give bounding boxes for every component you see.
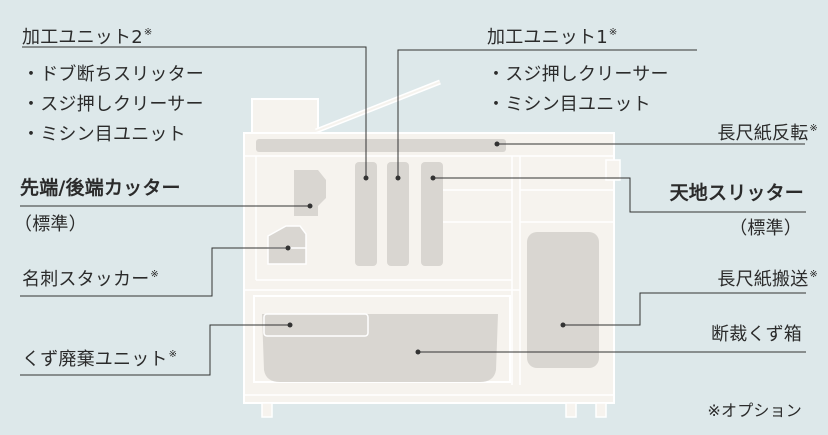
option-mark: ※ — [150, 269, 159, 280]
option-mark: ※ — [168, 349, 178, 360]
unit2-item-1: ・ドブ断ちスリッター — [22, 64, 204, 85]
long-transport-part — [527, 232, 599, 368]
option-mark: ※ — [809, 269, 818, 280]
leader-unit2 — [22, 46, 367, 178]
option-mark: ※ — [608, 27, 618, 38]
option-note: ※オプション — [707, 401, 802, 420]
front-rear-cutter-part — [294, 170, 326, 216]
waste-unit-label: くず廃棄ユニット※ — [22, 349, 178, 370]
unit1-label: 加工ユニット1※ — [487, 27, 618, 48]
cutter-label: 先端/後端カッター — [20, 177, 181, 199]
feed-tray — [251, 98, 319, 136]
foot-mid — [565, 402, 577, 418]
slitter-part — [421, 162, 443, 266]
unit1-item-1: ・スジ押しクリーサー — [487, 64, 669, 85]
card-stacker-part — [267, 225, 307, 265]
option-mark: ※ — [809, 123, 818, 134]
trim-box-label: 断裁くず箱 — [711, 324, 802, 345]
unit2-label: 加工ユニット2※ — [22, 27, 153, 48]
unit2-item-3: ・ミシン目ユニット — [22, 124, 186, 145]
long-flip-bar — [256, 139, 506, 152]
leader-slitter — [433, 177, 806, 213]
leader-stacker — [20, 247, 288, 297]
long-flip-label: 長尺紙反転※ — [717, 123, 818, 144]
leader-waste-unit — [20, 324, 290, 376]
side-knob — [605, 159, 621, 181]
slitter-sub-label: （標準） — [729, 218, 802, 239]
unit1-item-2: ・ミシン目ユニット — [487, 94, 651, 115]
transport-label: 長尺紙搬送※ — [717, 269, 818, 290]
stacker-label: 名刺スタッカー※ — [22, 269, 159, 290]
cutter-sub-label: （標準） — [14, 214, 87, 235]
leader-unit1 — [397, 49, 697, 178]
option-mark: ※ — [143, 27, 153, 38]
foot-right — [595, 402, 607, 418]
foot-left — [261, 402, 273, 418]
slitter-label: 天地スリッター — [669, 182, 804, 204]
unit2-part — [355, 162, 377, 266]
unit2-item-2: ・スジ押しクリーサー — [22, 94, 204, 115]
leader-lines — [20, 46, 806, 376]
unit1-part — [387, 162, 409, 266]
leader-transport — [563, 292, 806, 326]
